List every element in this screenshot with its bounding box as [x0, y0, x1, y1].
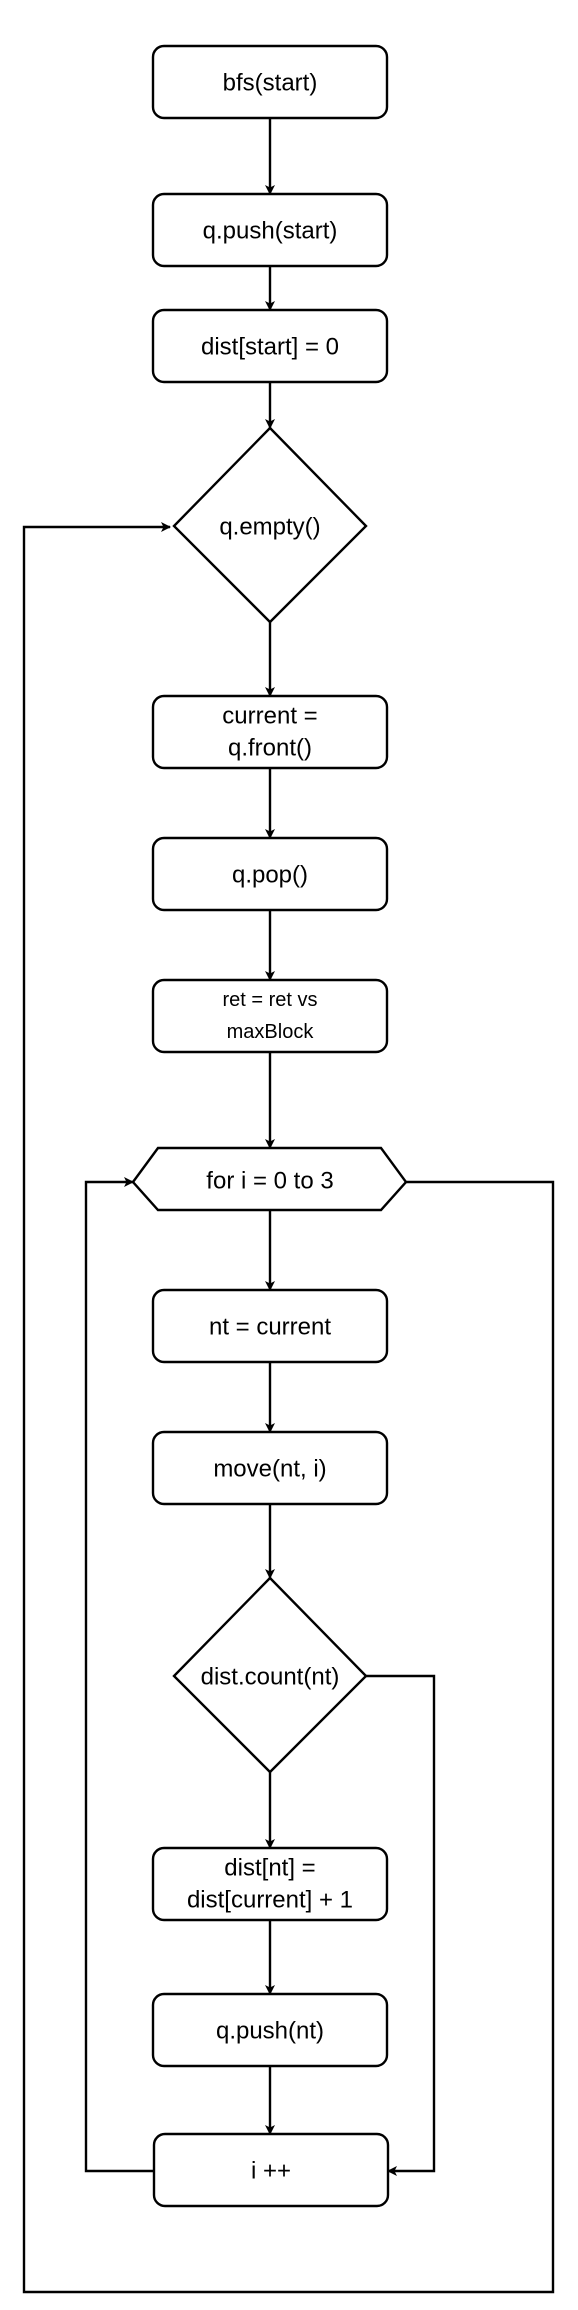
- node-ret-label-line2: maxBlock: [227, 1021, 315, 1043]
- node-for-loop: for i = 0 to 3: [131, 1146, 408, 1212]
- node-pop: q.pop(): [151, 836, 389, 912]
- node-current-label-line1: current =: [222, 703, 317, 730]
- node-ret: ret = ret vs maxBlock: [151, 978, 389, 1054]
- edge-inc-loop-to-for: [84, 1177, 154, 2173]
- node-dist-start: dist[start] = 0: [151, 308, 389, 384]
- node-nt-current: nt = current: [151, 1288, 389, 1364]
- node-empty-decision: q.empty(): [172, 426, 368, 624]
- node-ret-label-line1: ret = ret vs: [222, 989, 317, 1011]
- node-dist-nt-label-line2: dist[current] + 1: [187, 1887, 353, 1914]
- node-inc-label: i ++: [251, 2158, 291, 2185]
- edge-for-exit-to-empty: [22, 522, 555, 2294]
- node-for-label: for i = 0 to 3: [206, 1168, 333, 1195]
- node-bfs-start: bfs(start): [151, 44, 389, 120]
- node-dist-nt-label-line1: dist[nt] =: [224, 1855, 315, 1882]
- node-push-start: q.push(start): [151, 192, 389, 268]
- node-pop-label: q.pop(): [232, 862, 308, 889]
- node-nt-current-label: nt = current: [209, 1314, 331, 1341]
- edge-count-skip-to-inc: [366, 1674, 436, 2176]
- node-count-decision: dist.count(nt): [172, 1576, 368, 1774]
- node-move-label: move(nt, i): [213, 1456, 326, 1483]
- node-count-label: dist.count(nt): [201, 1664, 340, 1691]
- edges: [22, 118, 555, 2294]
- node-current: current = q.front(): [151, 694, 389, 770]
- node-empty-label: q.empty(): [219, 514, 320, 541]
- node-bfs-start-label: bfs(start): [223, 70, 318, 97]
- node-inc: i ++: [152, 2132, 390, 2208]
- node-current-label-line2: q.front(): [228, 735, 312, 762]
- node-push-nt: q.push(nt): [151, 1992, 389, 2068]
- node-dist-start-label: dist[start] = 0: [201, 334, 339, 361]
- node-push-start-label: q.push(start): [203, 218, 338, 245]
- node-dist-nt: dist[nt] = dist[current] + 1: [151, 1846, 389, 1922]
- node-push-nt-label: q.push(nt): [216, 2018, 324, 2045]
- node-move: move(nt, i): [151, 1430, 389, 1506]
